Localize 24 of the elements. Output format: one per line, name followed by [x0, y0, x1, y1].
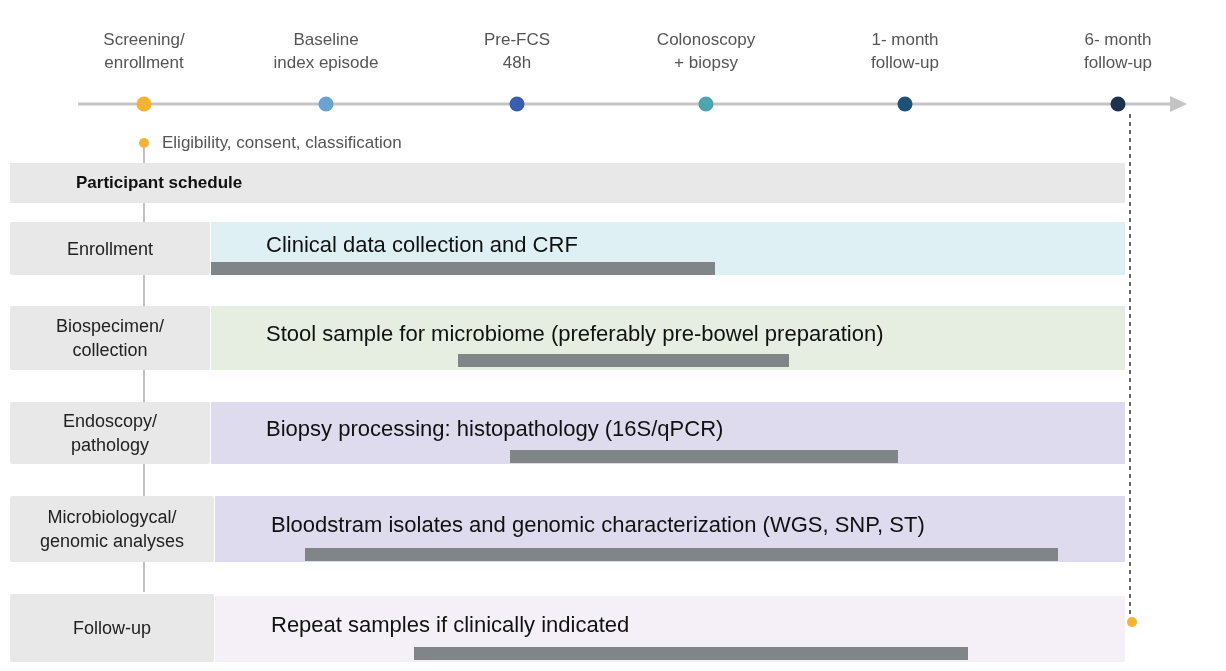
section-title: Participant schedule — [76, 173, 243, 193]
activity-text: Stool sample for microbiome (preferably pre-bowel preparation) — [266, 321, 884, 347]
row-label: Endoscopy/ pathology — [10, 402, 210, 464]
milestone-label: 1- month follow-up — [870, 30, 939, 72]
milestone-label: Baseline index episode — [273, 30, 379, 72]
activity-text: Biopsy processing: histopathology (16S/qPCR) — [266, 416, 724, 442]
activity-band — [211, 402, 1125, 464]
milestone-label: Colonoscopy + biopsy — [656, 30, 756, 72]
activity-text: Bloodstram isolates and genomic characterization (WGS, SNP, ST) — [271, 512, 925, 538]
row-label: Enrollment — [10, 222, 210, 275]
activity-band — [215, 496, 1125, 562]
activity-band — [211, 306, 1125, 370]
section-header-band — [10, 163, 1125, 203]
milestone-label: Screening/ enrollment — [103, 30, 185, 72]
milestone-label: Pre-FCS 48h — [483, 30, 551, 72]
activity-text: Clinical data collection and CRF — [266, 231, 578, 258]
row-label: Follow-up — [10, 594, 214, 662]
activity-text: Repeat samples if clinically indicated — [271, 612, 630, 638]
milestone-label: 6- month follow-up — [1083, 30, 1152, 72]
activity-band — [211, 222, 1125, 275]
row-label: Microbiologycal/ genomic analyses — [10, 496, 214, 562]
row-label: Biospecimen/ collection — [10, 306, 210, 370]
note-text: Eligibility, consent, classification — [162, 133, 402, 153]
activity-band — [215, 596, 1125, 662]
